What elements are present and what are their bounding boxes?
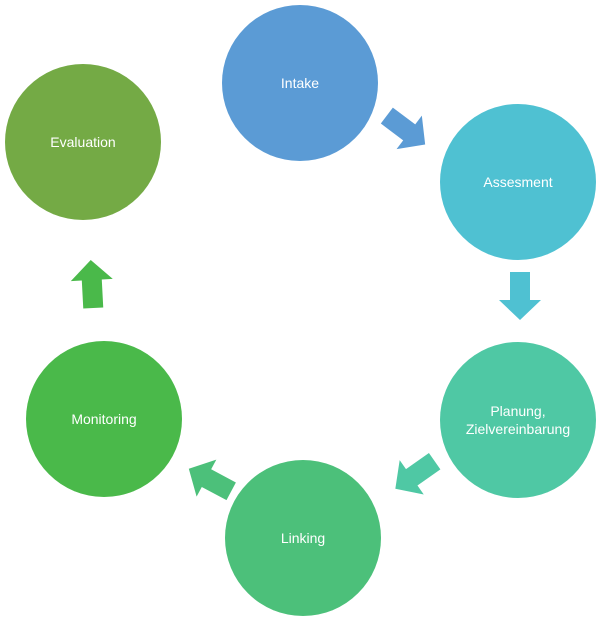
node-evaluation-label: Evaluation [50,134,116,150]
node-linking: Linking [225,460,381,616]
node-evaluation: Evaluation [5,64,161,220]
node-assesment: Assesment [440,104,596,260]
arrow-intake-to-assesment [380,107,426,150]
arrow-monitoring-to-evaluation [70,260,113,309]
node-intake-label: Intake [280,75,320,91]
node-planung-label: Planung, Zielvereinbarung [465,403,571,437]
arrow-planung-to-linking [395,453,441,495]
arrow-linking-to-monitoring [188,459,236,501]
node-linking-label: Linking [280,530,326,546]
node-assesment-label: Assesment [483,174,553,190]
node-intake: Intake [222,5,378,161]
node-monitoring-label: Monitoring [71,411,137,427]
arrow-assesment-to-planung [499,272,541,320]
node-monitoring: Monitoring [26,341,182,497]
node-planung: Planung, Zielvereinbarung [440,342,596,498]
